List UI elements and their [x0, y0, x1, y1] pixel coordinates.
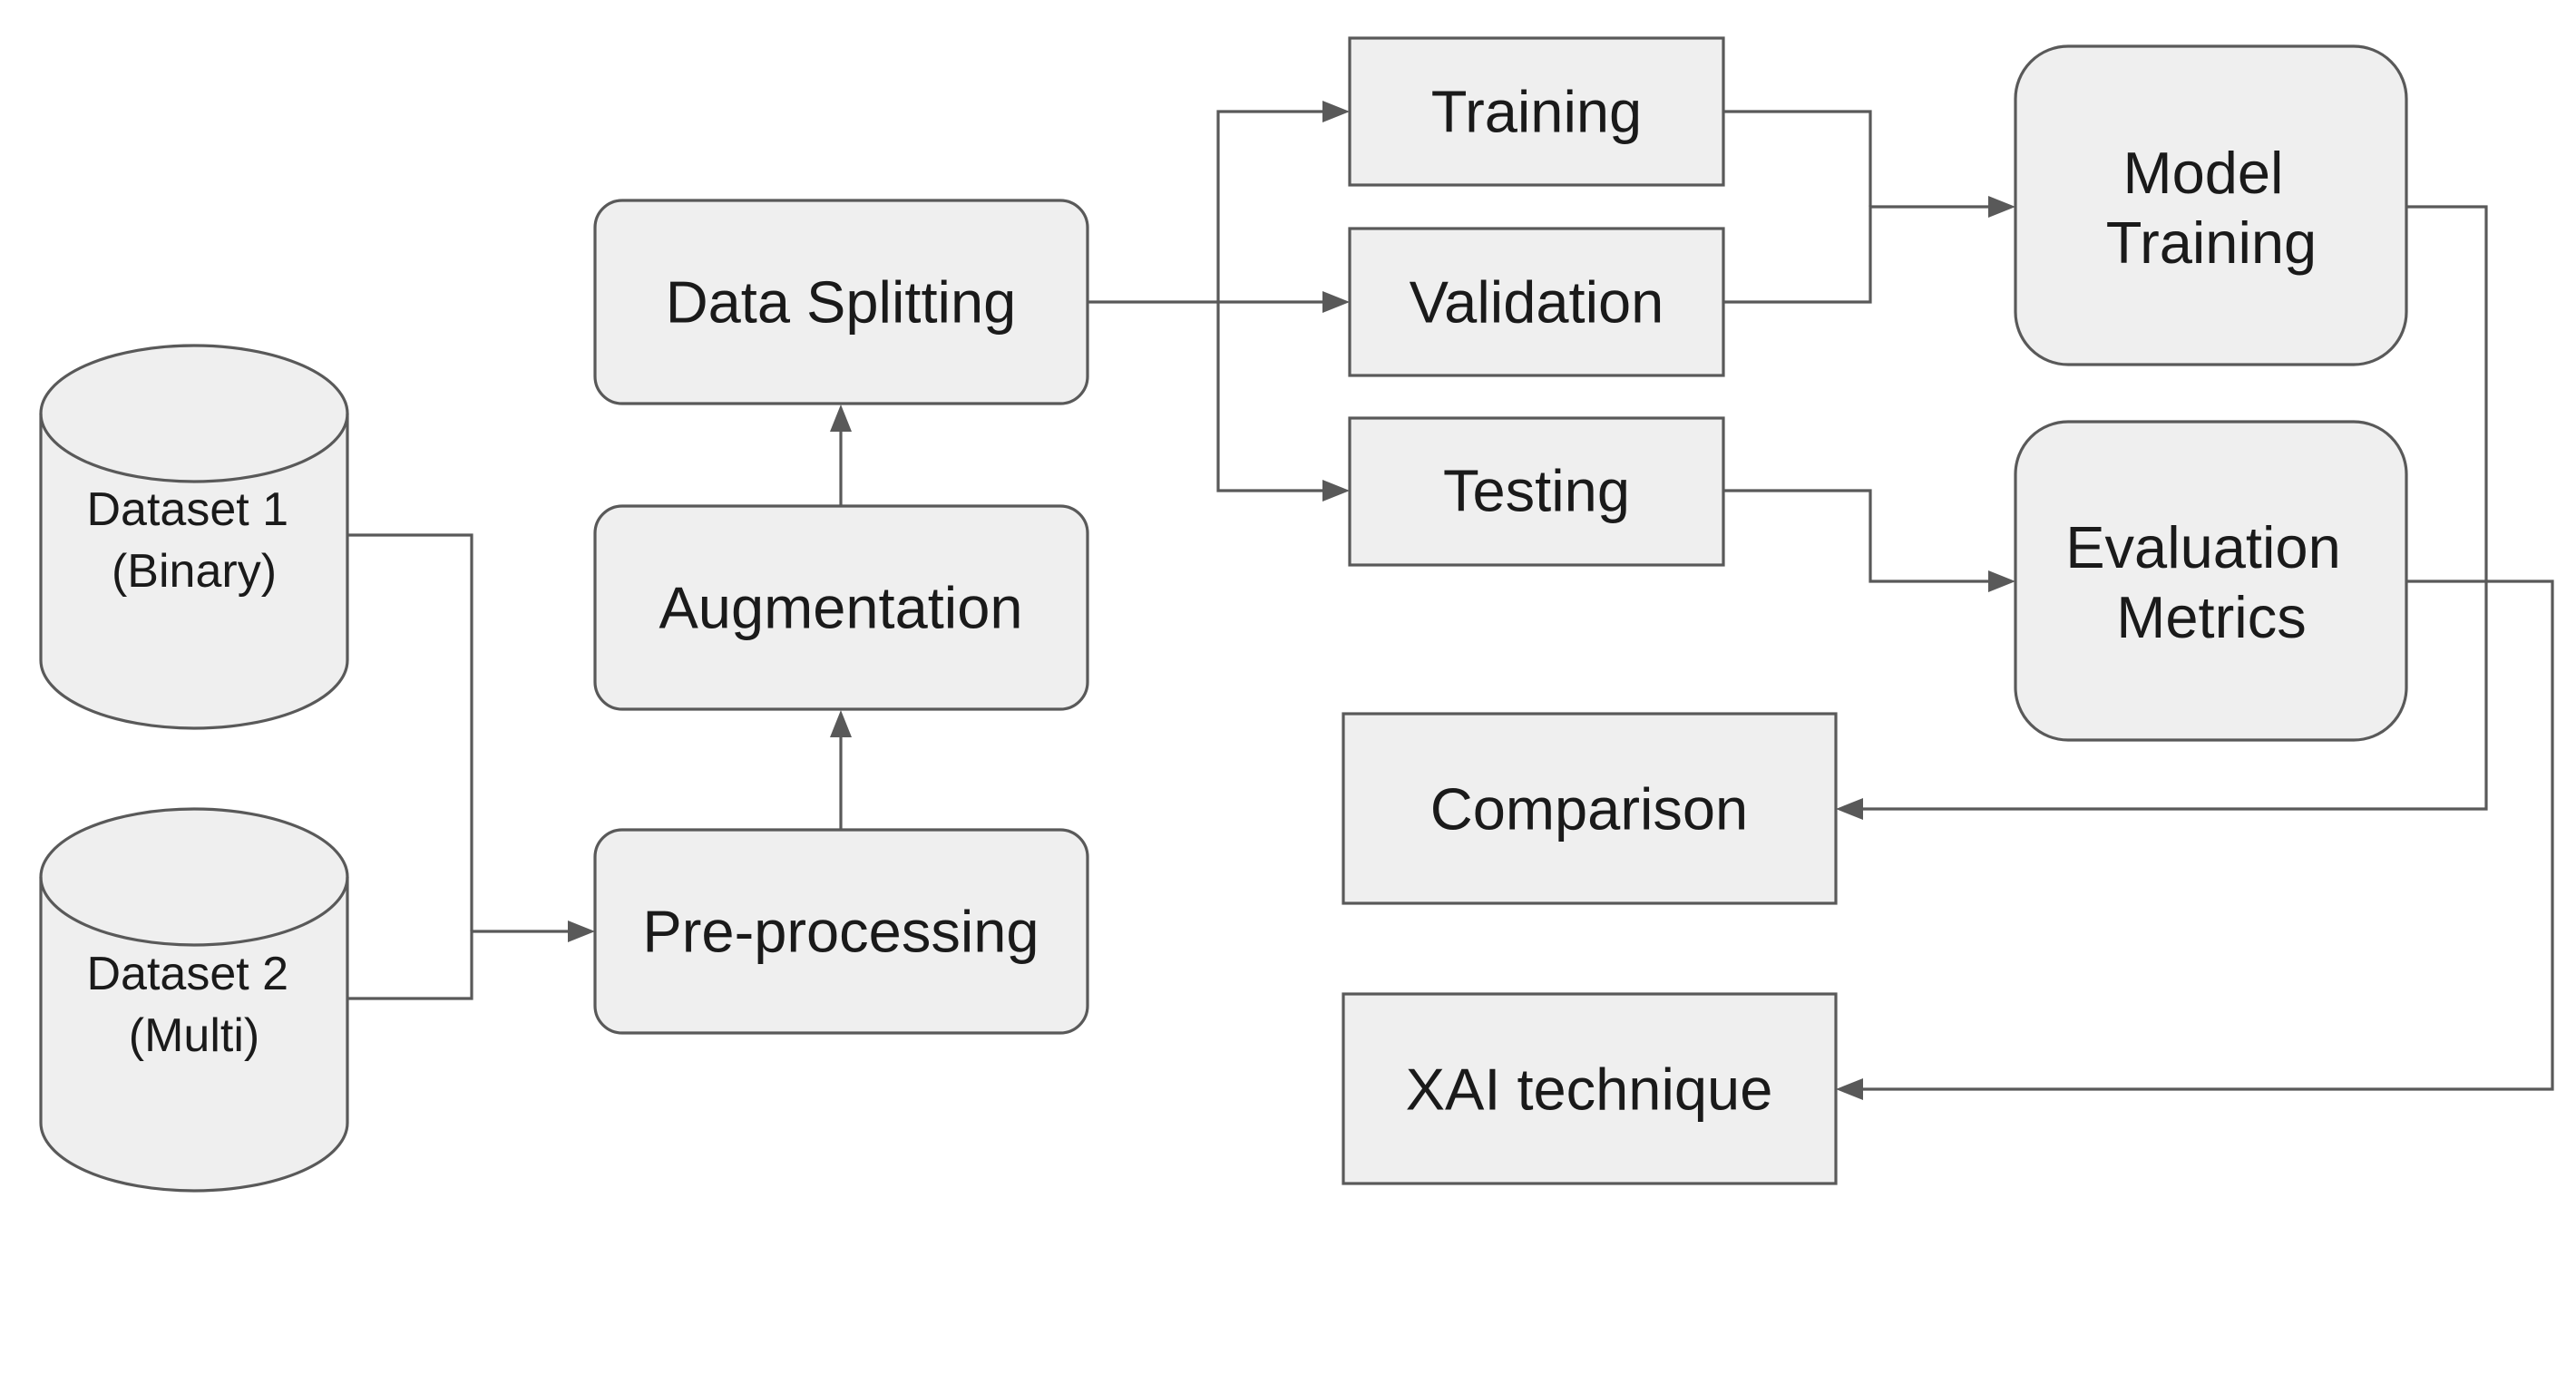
evaluationmetrics-label: Evaluation Metrics — [2065, 514, 2357, 650]
arrow-into-augmentation — [830, 710, 852, 737]
dataset2-label-line2: (Multi) — [129, 1009, 259, 1062]
dataset2-node: Dataset 2 (Multi) — [39, 807, 349, 1193]
validation-box — [1348, 227, 1725, 377]
dataset2-label-line1: Dataset 2 — [86, 948, 288, 1000]
validation-node: Validation — [1348, 227, 1725, 377]
modeltraining-label: Model Training — [2106, 140, 2317, 276]
training-label: Training — [1431, 79, 1642, 145]
arrow-into-training — [1322, 101, 1350, 122]
modeltraining-node: Model Training — [2014, 44, 2408, 366]
edge-training-to-modeltraining — [1723, 110, 1872, 207]
dataset1-label: Dataset 1 (Binary) — [86, 483, 301, 598]
edge-modeltraining-to-comparison — [1859, 205, 2488, 811]
preprocessing-box — [593, 828, 1089, 1035]
arrow-into-comparison — [1836, 798, 1863, 820]
preprocessing-label: Pre-processing — [642, 899, 1039, 965]
dataset1-label-line2: (Binary) — [112, 545, 277, 598]
evaluationmetrics-label-line2: Metrics — [2116, 584, 2306, 650]
xaitechnique-label: XAI technique — [1406, 1057, 1773, 1123]
modeltraining-box — [2014, 44, 2408, 366]
dataset2-cylinder-rim — [39, 876, 349, 947]
edge-dataset2-to-preprocessing — [347, 930, 571, 1000]
augmentation-node: Augmentation — [593, 504, 1089, 711]
preprocessing-node: Pre-processing — [593, 828, 1089, 1035]
validation-label: Validation — [1410, 269, 1664, 336]
arrow-into-validation — [1322, 291, 1350, 313]
dataset1-node: Dataset 1 (Binary) — [39, 344, 349, 730]
testing-box — [1348, 416, 1725, 567]
edge-validation-to-modeltraining — [1723, 205, 1992, 304]
evaluationmetrics-node: Evaluation Metrics — [2014, 420, 2408, 742]
modeltraining-label-line2: Training — [2106, 209, 2317, 276]
edge-datasplitting-to-training — [1216, 110, 1324, 302]
edge-datasplitting-to-testing — [1216, 302, 1324, 492]
dataset2-label: Dataset 2 (Multi) — [86, 948, 301, 1062]
augmentation-box — [593, 504, 1089, 711]
dataset1-cylinder-rim — [39, 413, 349, 483]
comparison-node: Comparison — [1342, 712, 1838, 905]
arrow-into-datasplitting — [830, 404, 852, 432]
training-node: Training — [1348, 36, 1725, 187]
testing-label: Testing — [1443, 458, 1630, 524]
arrow-into-evaluation — [1988, 570, 2015, 592]
arrow-into-modeltraining — [1988, 196, 2015, 218]
augmentation-label: Augmentation — [659, 575, 1022, 641]
arrow-into-preprocessing — [568, 921, 595, 942]
xaitechnique-box — [1342, 992, 1838, 1185]
dataset1-cylinder-shape — [39, 344, 349, 730]
comparison-box — [1342, 712, 1838, 905]
edge-dataset1-to-preprocessing — [347, 533, 473, 931]
evaluationmetrics-label-line1: Evaluation — [2065, 514, 2341, 580]
comparison-label: Comparison — [1430, 776, 1748, 843]
datasplitting-box — [593, 199, 1089, 405]
edge-evaluation-to-xai — [1859, 580, 2554, 1091]
testing-node: Testing — [1348, 416, 1725, 567]
training-box — [1348, 36, 1725, 187]
arrow-into-xai — [1836, 1078, 1863, 1100]
evaluationmetrics-box — [2014, 420, 2408, 742]
dataset1-label-line1: Dataset 1 — [86, 483, 288, 536]
xaitechnique-node: XAI technique — [1342, 992, 1838, 1185]
connectors — [347, 101, 2554, 1100]
arrow-into-testing — [1322, 480, 1350, 502]
datasplitting-node: Data Splitting — [593, 199, 1089, 405]
dataset2-cylinder-shape — [39, 807, 349, 1193]
modeltraining-label-line1: Model — [2122, 140, 2283, 206]
datasplitting-label: Data Splitting — [666, 269, 1017, 336]
edge-testing-to-evaluation — [1723, 489, 1992, 583]
